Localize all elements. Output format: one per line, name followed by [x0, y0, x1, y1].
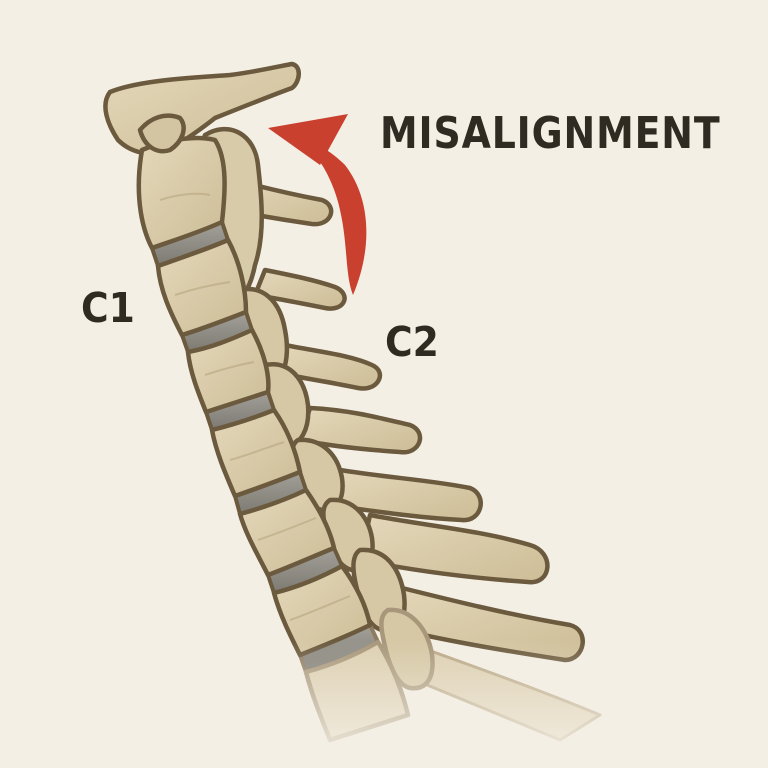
c2-label: C2	[385, 318, 439, 366]
vertebra-axis	[136, 135, 227, 251]
misalignment-label: MISALIGNMENT	[380, 108, 721, 159]
bottom-fade	[0, 640, 768, 768]
shading	[159, 192, 351, 621]
c1-label: C1	[81, 284, 135, 332]
curved-arrow-icon	[268, 114, 367, 295]
